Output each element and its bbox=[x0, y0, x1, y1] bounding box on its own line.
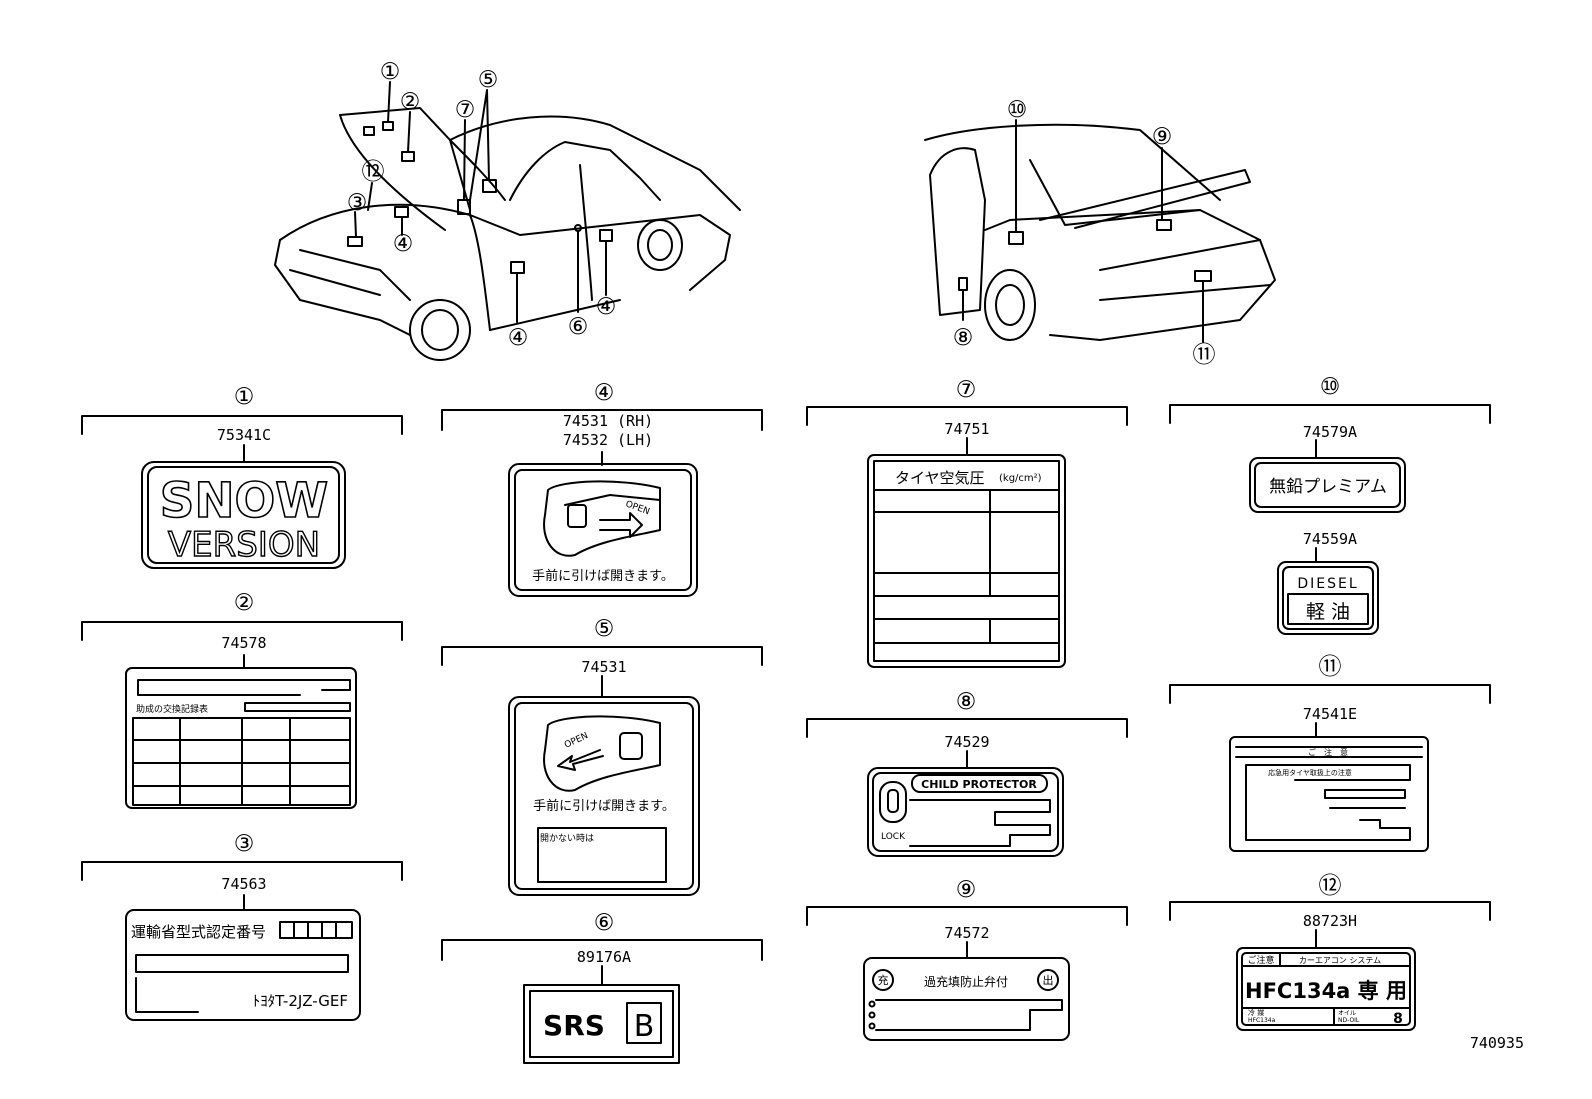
callout-12-car: ⑫ bbox=[362, 159, 385, 185]
part-number-12: 88723H bbox=[1303, 912, 1357, 930]
tire-pressure-header: タイヤ空気圧 bbox=[895, 469, 985, 487]
fill-mark: 充 bbox=[878, 973, 889, 987]
certification-text: 運輸省型式認定番号 bbox=[131, 923, 266, 941]
if-not-open-text: 開かない時は bbox=[540, 833, 594, 844]
section-8-number: ⑧ bbox=[956, 689, 977, 715]
srs-text: SRS bbox=[543, 1009, 605, 1042]
version-text: VERSION bbox=[168, 525, 320, 565]
open-text-5: OPEN bbox=[563, 731, 590, 751]
srs-class-letter: B bbox=[634, 1009, 655, 1044]
oil-value: ND-OIL bbox=[1338, 1017, 1360, 1024]
spare-tire-caution: 応急用タイヤ取扱上の注意 bbox=[1268, 768, 1352, 777]
pull-to-open-text-4: 手前に引けば開きます。 bbox=[532, 568, 674, 584]
refrigerant-label: 冷 媒 bbox=[1248, 1008, 1264, 1017]
section-9-number: ⑨ bbox=[956, 877, 977, 903]
callout-3-car: ③ bbox=[347, 190, 368, 216]
part-number-2: 74578 bbox=[221, 634, 266, 652]
hfc134a-text: HFC134a 専 用 bbox=[1245, 979, 1407, 1003]
aircon-system-text: カーエアコン システム bbox=[1299, 956, 1381, 965]
lock-text: LOCK bbox=[881, 832, 906, 842]
figure-id: 740935 bbox=[1470, 1034, 1524, 1052]
oil-label: オイル bbox=[1338, 1010, 1356, 1017]
part-number-11: 74541E bbox=[1303, 705, 1357, 723]
engine-model-text: ﾄﾖﾀT-2JZ-GEF bbox=[253, 992, 348, 1010]
part-number-5: 74531 bbox=[581, 658, 626, 676]
caution-header-11: ご 注 意 bbox=[1308, 747, 1348, 757]
callout-7-car: ⑦ bbox=[455, 97, 476, 123]
refrigerant-value: HFC134a bbox=[1248, 1017, 1276, 1024]
part-number-9: 74572 bbox=[944, 924, 989, 942]
part-number-10b: 74559A bbox=[1303, 530, 1357, 548]
callout-5-car: ⑤ bbox=[478, 67, 499, 93]
part-number-3: 74563 bbox=[221, 875, 266, 893]
part-number-7: 74751 bbox=[944, 420, 989, 438]
callout-2-car: ② bbox=[400, 89, 421, 115]
snow-text: SNOW bbox=[160, 473, 329, 529]
part-number-6: 89176A bbox=[577, 948, 631, 966]
part-number-1: 75341C bbox=[217, 426, 271, 444]
section-10-number: ⑩ bbox=[1320, 374, 1341, 400]
section-2-number: ② bbox=[234, 590, 255, 616]
callout-11-car: ⑪ bbox=[1193, 342, 1216, 368]
unleaded-premium-text: 無鉛プレミアム bbox=[1269, 477, 1387, 497]
callout-4-car-b: ④ bbox=[508, 325, 529, 351]
oil-number: 8 bbox=[1393, 1011, 1403, 1027]
front-car-illustration bbox=[274, 81, 741, 361]
section-7-number: ⑦ bbox=[956, 377, 977, 403]
record-table-title: 助成の交換記録表 bbox=[136, 703, 208, 715]
section-12-number: ⑫ bbox=[1319, 873, 1342, 899]
callout-4-car-a: ④ bbox=[393, 231, 414, 257]
part-number-4-rh: 74531 (RH) bbox=[563, 412, 653, 430]
out-mark: 出 bbox=[1043, 973, 1054, 987]
open-text-4: OPEN bbox=[624, 499, 651, 517]
part-number-8: 74529 bbox=[944, 733, 989, 751]
diesel-text: DIESEL bbox=[1297, 576, 1358, 592]
caution-tag-12: ご注意 bbox=[1247, 954, 1274, 966]
section-6-number: ⑥ bbox=[594, 910, 615, 936]
callout-6-car: ⑥ bbox=[568, 314, 589, 340]
light-oil-text: 軽 油 bbox=[1306, 601, 1350, 623]
part-numbers: 75341C 74578 74563 74531 (RH) 74532 (LH)… bbox=[217, 412, 1357, 966]
overfill-valve-text: 過充填防止弁付 bbox=[924, 974, 1008, 989]
part-number-10a: 74579A bbox=[1303, 423, 1357, 441]
callout-1-car: ① bbox=[380, 59, 401, 85]
callout-4-car-c: ④ bbox=[596, 294, 617, 320]
section-1-number: ① bbox=[234, 384, 255, 410]
section-5-number: ⑤ bbox=[594, 616, 615, 642]
callout-numbers: ① ② ⑫ ③ ④ ⑦ ⑤ ④ ⑥ ④ ⑩ ⑨ ⑧ ⑪ ① ② ③ ④ ⑤ ⑥ … bbox=[234, 59, 1342, 936]
child-protector-text: CHILD PROTECTOR bbox=[921, 778, 1037, 791]
part-number-4-lh: 74532 (LH) bbox=[563, 431, 653, 449]
callout-10-car: ⑩ bbox=[1007, 97, 1028, 123]
callout-8-car: ⑧ bbox=[953, 325, 974, 351]
section-11-number: ⑪ bbox=[1319, 654, 1342, 680]
section-4-number: ④ bbox=[594, 380, 615, 406]
pull-to-open-text-5: 手前に引けば開きます。 bbox=[533, 798, 675, 814]
callout-9-car: ⑨ bbox=[1152, 124, 1173, 150]
rear-car-illustration bbox=[924, 119, 1276, 343]
tire-pressure-unit: (kg/cm²) bbox=[999, 473, 1042, 484]
section-3-number: ③ bbox=[234, 831, 255, 857]
